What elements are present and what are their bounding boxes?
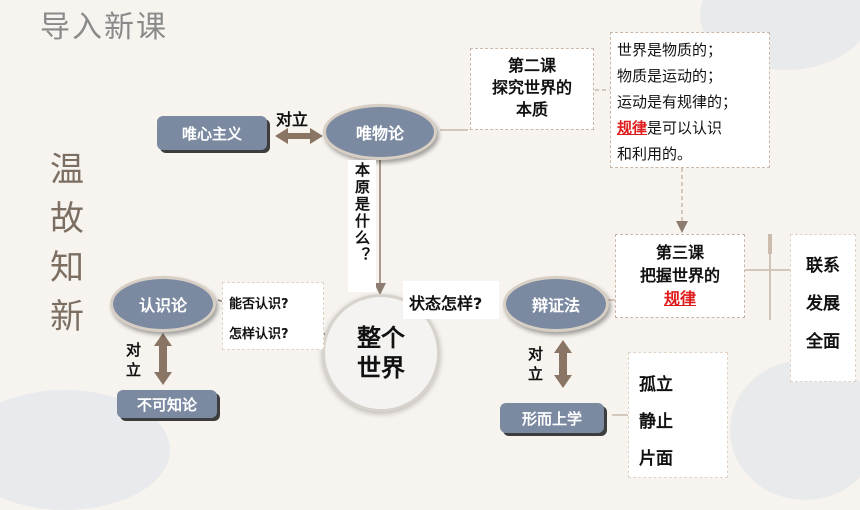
node-idealism: 唯心主义 (157, 116, 267, 150)
side-title-char: 知 (50, 248, 84, 288)
label-origin-question: 本原是什么？ (353, 162, 371, 264)
state-question-box (403, 281, 499, 319)
notes-line-4: 规律是可以认识 (617, 115, 763, 141)
lesson3-line1: 第三课 (655, 243, 704, 262)
dialectics-trait: 发展 (806, 294, 840, 314)
decor-bars (768, 234, 772, 254)
oppose-right-c2: 立 (528, 365, 544, 383)
decor-blob-bottom-right (730, 360, 860, 500)
label-cog-q2: 怎样认识? (229, 327, 289, 342)
oppose-right-c1: 对 (528, 345, 544, 363)
lesson3-line2: 把握世界的 (639, 266, 720, 285)
side-title: 温 故 知 新 (50, 146, 84, 342)
oppose-arrow-left (154, 333, 172, 385)
notes-line-1: 世界是物质的； (617, 41, 723, 59)
world-line-2: 世界 (357, 354, 405, 382)
dialectics-traits-box: 联系 发展 全面 (790, 234, 856, 382)
lesson2-line1: 第二课 (507, 56, 556, 75)
node-agnosticism: 不可知论 (117, 390, 217, 418)
node-epistemology: 认识论 (110, 276, 216, 332)
label-oppose-right: 对 立 (528, 344, 543, 384)
oppose-left-c2: 立 (126, 361, 142, 379)
side-title-char: 新 (50, 297, 84, 337)
cognition-questions-box: 能否认识? 怎样认识? (222, 282, 324, 350)
metaphysics-trait: 孤立 (639, 375, 673, 395)
label-cog-q1: 能否认识? (229, 297, 289, 312)
lesson2-line3: 本质 (515, 100, 548, 119)
label-state-question: 状态怎样? (409, 294, 483, 313)
notes-line-3: 运动是有规律的； (617, 93, 738, 111)
lesson3-box: 第三课 把握世界的 规律 (615, 234, 745, 318)
oppose-arrow-right (554, 340, 572, 388)
side-title-char: 故 (50, 199, 84, 239)
world-notes-box: 世界是物质的； 物质是运动的； 运动是有规律的； 规律是可以认识 和利用的。 (610, 32, 770, 168)
notes-line-4-rest: 是可以认识 (647, 119, 723, 137)
metaphysics-trait: 片面 (639, 449, 673, 469)
lesson2-line2: 探究世界的 (491, 78, 572, 97)
dialectics-trait: 联系 (806, 256, 840, 276)
label-oppose-left: 对 立 (126, 340, 141, 380)
notes-law-highlight: 规律 (617, 119, 648, 137)
metaphysics-trait: 静止 (639, 412, 673, 432)
label-oppose-top: 对立 (276, 110, 309, 129)
oppose-arrow-top (275, 128, 323, 144)
oppose-left-c1: 对 (126, 341, 142, 359)
world-line-1: 整个 (357, 324, 405, 352)
metaphysics-traits-box: 孤立 静止 片面 (628, 352, 728, 478)
notes-line-2: 物质是运动的； (617, 67, 723, 85)
page-title: 导入新课 (40, 10, 168, 45)
side-title-char: 温 (50, 150, 84, 190)
node-materialism: 唯物论 (323, 104, 437, 160)
lesson3-line3: 规律 (663, 289, 696, 308)
node-dialectics: 辩证法 (503, 276, 609, 332)
lesson2-box: 第二课 探究世界的 本质 (470, 48, 594, 130)
dialectics-trait: 全面 (806, 332, 840, 352)
node-metaphysics: 形而上学 (500, 403, 604, 433)
notes-line-5: 和利用的。 (617, 145, 693, 163)
origin-question-box (348, 160, 376, 292)
